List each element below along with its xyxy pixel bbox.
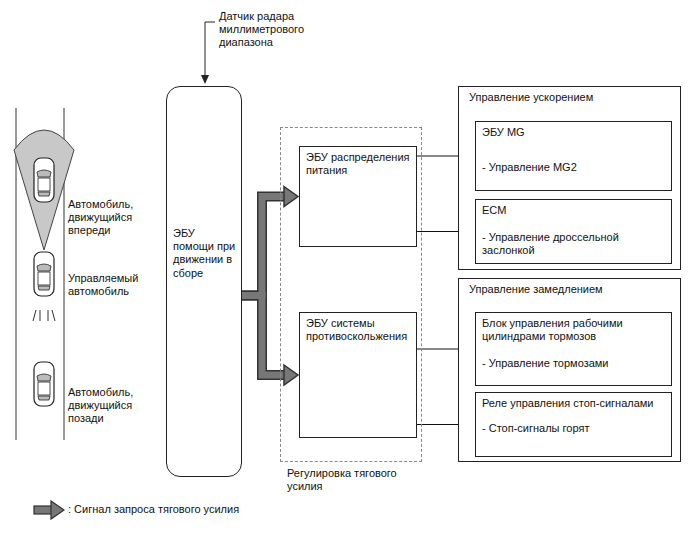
leader-line (205, 22, 215, 76)
car-roof (38, 178, 50, 191)
car (34, 362, 54, 406)
request-arrow-outline (242, 197, 285, 296)
node-title: Управление ускорением (469, 91, 670, 104)
car-body (34, 158, 54, 202)
node-body: - Управление тормозами (482, 357, 665, 370)
process-box: ЭБУ распределения питания (299, 146, 417, 247)
leader-arrowhead (201, 75, 209, 84)
group-box: Управление замедлениемБлок управления ра… (458, 278, 681, 462)
vehicle-label: Автомобиль, движущийся впереди (68, 198, 162, 238)
skid-mark (48, 310, 49, 321)
request-arrow-outline (242, 296, 285, 376)
radar-beam (14, 130, 74, 250)
car-windshield (37, 264, 51, 271)
skid-mark (52, 310, 55, 321)
node-title: Реле управления стоп-сигналами (482, 397, 665, 410)
radar-leader (201, 22, 215, 84)
legend-arrow-head (51, 501, 64, 519)
process-box: Реле управления стоп-сигналами - Стоп-сиг… (475, 392, 672, 457)
node-title: ЭБУ системы противоскольжения (306, 317, 410, 343)
car-roof (38, 272, 50, 285)
car-roof (38, 382, 50, 395)
node-title: ЭБУ распределения питания (306, 151, 410, 177)
node-body: - Управление MG2 (482, 161, 665, 174)
group-box: Регулировка тягового усилияЭБУ распредел… (280, 127, 422, 462)
car-windshield (37, 374, 51, 381)
car-rear-window (38, 192, 50, 196)
request-arrow (242, 197, 285, 296)
process-box: ECM - Управление дроссельной заслонкой (475, 199, 672, 264)
node-title: Управление замедлением (469, 283, 670, 296)
car-windshield (37, 170, 51, 177)
sensor-label: Датчик радара миллиметрового диапазона (219, 10, 331, 50)
cars (34, 158, 54, 406)
node-body: - Стоп-сигналы горят (482, 422, 665, 435)
request-arrowhead (284, 365, 298, 385)
vehicle-label: Управляемый автомобиль (68, 272, 162, 298)
process-box: ЭБУ MG - Управление MG2 (475, 121, 672, 191)
legend-arrow-shaft (34, 506, 52, 514)
process-box: Блок управления рабочими цилиндрами торм… (475, 312, 672, 386)
node-title: Регулировка тягового усилия (287, 467, 417, 493)
node-title: ECM (482, 204, 665, 217)
car-body (34, 362, 54, 406)
legend-sample (34, 501, 64, 519)
skid-marks (33, 310, 55, 321)
node-title: ЭБУ MG (482, 126, 665, 139)
skid-mark (40, 310, 41, 321)
request-arrow (242, 296, 285, 376)
car-rear-window (38, 396, 50, 400)
car (34, 252, 54, 296)
car (34, 158, 54, 202)
skid-mark (33, 310, 36, 321)
legend-text: : Сигнал запроса тягового усилия (68, 503, 368, 516)
process-box: ЭБУ системы противоскольжения (299, 312, 417, 438)
ecu-box: ЭБУ помощи при движении в сборе (166, 86, 242, 477)
car-rear-window (38, 286, 50, 290)
group-box: Управление ускорениемЭБУ MG - Управление … (458, 86, 681, 270)
vehicle-label: Автомобиль, движущийся позади (68, 386, 162, 426)
request-arrowhead (284, 187, 298, 207)
node-title: Блок управления рабочими цилиндрами торм… (482, 317, 665, 343)
node-body: - Управление дроссельной заслонкой (482, 231, 665, 257)
car-body (34, 252, 54, 296)
node-title: ЭБУ помощи при движении в сборе (173, 227, 237, 280)
